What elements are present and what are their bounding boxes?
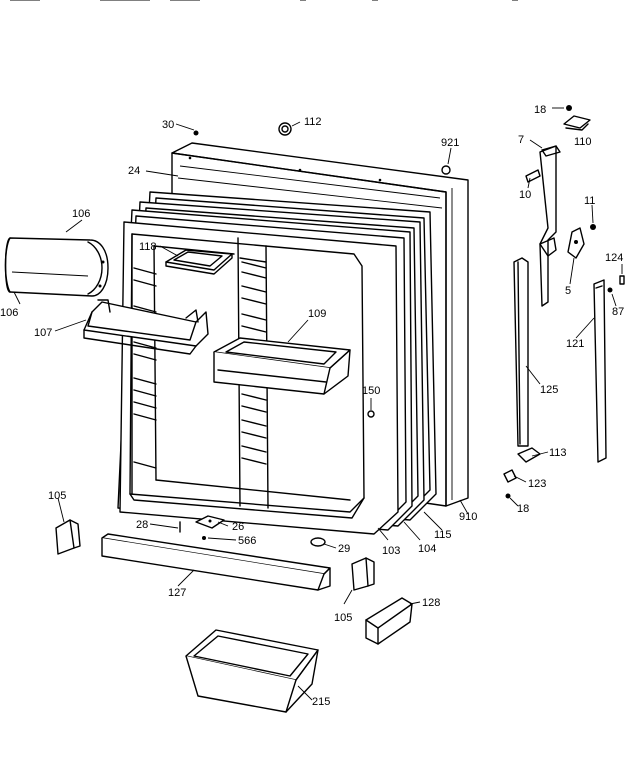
door-bin-109 [213, 337, 351, 395]
plate-26 [195, 515, 225, 529]
callout-110: 110 [574, 136, 592, 148]
callout-921: 921 [441, 137, 459, 149]
screw-30 [193, 130, 199, 136]
callout-105: 105 [48, 490, 66, 502]
screw-87 [607, 287, 613, 293]
callout-127: 127 [168, 587, 186, 599]
hinge-pin-10 [525, 169, 541, 183]
bin-215 [185, 629, 319, 713]
bin-128 [365, 597, 413, 645]
leader-lines [13, 107, 623, 701]
callout-112: 112 [304, 116, 322, 128]
screw-18-top [566, 105, 572, 111]
callout-115: 115 [434, 529, 452, 541]
callout-104: 104 [418, 543, 436, 555]
callout-105: 105 [334, 612, 352, 624]
screw-150 [367, 410, 375, 418]
callout-26: 26 [232, 521, 244, 533]
callout-109: 109 [308, 308, 326, 320]
screw-11 [590, 224, 596, 230]
kick-plate-127 [101, 533, 331, 591]
callout-150: 150 [362, 385, 380, 397]
cam-5 [567, 227, 585, 259]
callout-106: 106 [0, 307, 18, 319]
screw-566 [202, 536, 206, 540]
callout-121: 121 [566, 338, 584, 350]
callout-124: 124 [605, 252, 623, 264]
hinge-110 [563, 115, 591, 131]
callout-11: 11 [584, 195, 595, 207]
callout-labels: 30 112 921 24 18 110 7 10 11 124 5 87 12… [0, 104, 624, 708]
trim-strip-125 [513, 257, 529, 447]
door-handle-121 [593, 279, 607, 463]
door-shelf-107 [83, 299, 209, 355]
callout-30: 30 [162, 119, 174, 131]
callout-10: 10 [519, 189, 531, 201]
bracket-123 [503, 469, 517, 483]
callout-87: 87 [612, 306, 624, 318]
callout-24: 24 [128, 165, 140, 177]
hinge-bracket-7 [539, 145, 561, 307]
callout-107: 107 [34, 327, 52, 339]
callout-103: 103 [382, 545, 400, 557]
callout-123: 123 [528, 478, 546, 490]
dairy-door-106 [4, 237, 109, 297]
callout-125: 125 [540, 384, 558, 396]
callout-18: 18 [517, 503, 529, 515]
clip-105-left [55, 519, 81, 555]
callout-28: 28 [136, 519, 148, 531]
callout-118: 118 [139, 241, 157, 253]
plug-112 [278, 122, 292, 136]
screw-18-bottom [505, 493, 511, 499]
butter-tray-118 [165, 249, 233, 275]
plug-921 [441, 165, 451, 175]
plug-124 [619, 275, 625, 285]
callout-128: 128 [422, 597, 440, 609]
plug-29 [310, 537, 326, 547]
callout-106: 106 [72, 208, 90, 220]
callout-18: 18 [534, 104, 546, 116]
callout-7: 7 [518, 134, 524, 146]
callout-215: 215 [312, 696, 330, 708]
callout-5: 5 [565, 285, 571, 297]
callout-566: 566 [238, 535, 256, 547]
clip-105-right [351, 557, 375, 591]
callout-113: 113 [549, 447, 567, 459]
callout-910: 910 [459, 511, 477, 523]
callout-29: 29 [338, 543, 350, 555]
